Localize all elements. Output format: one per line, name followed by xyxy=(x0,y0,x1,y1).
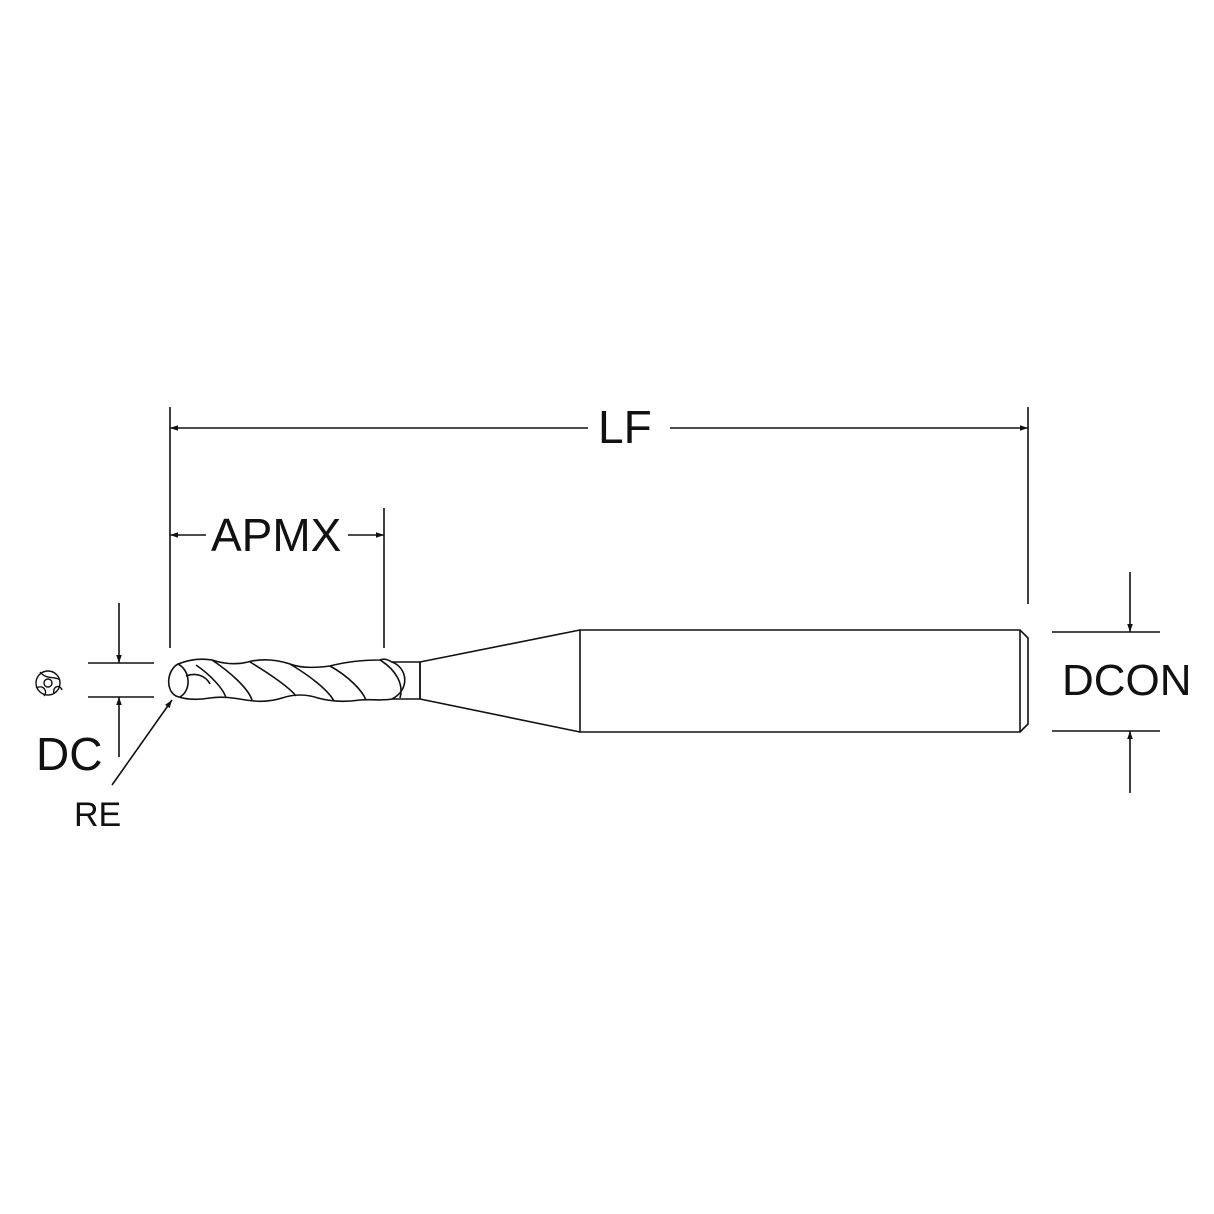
dcon-label: DCON xyxy=(1062,656,1192,705)
tool-end-view-icon xyxy=(36,671,62,696)
flute-helix-1 xyxy=(196,665,226,698)
shank-outline xyxy=(580,630,1028,732)
flute-helix-3 xyxy=(250,662,296,696)
flute-inner-curve xyxy=(392,662,405,699)
re-label: RE xyxy=(74,796,122,834)
re-leader-line xyxy=(112,700,172,785)
flute-helix-6 xyxy=(380,660,401,698)
ball-nose-flute xyxy=(186,674,210,684)
flute-helix-4 xyxy=(290,664,334,701)
dc-label: DC xyxy=(36,728,103,780)
flute-outline xyxy=(169,659,420,701)
flute-helix-5 xyxy=(330,666,366,700)
neck-taper-outline xyxy=(420,630,580,732)
flute-helix-2 xyxy=(212,660,252,700)
lf-label: LF xyxy=(598,401,652,453)
apmx-label: APMX xyxy=(211,509,342,561)
ball-nose-edge xyxy=(178,664,188,697)
